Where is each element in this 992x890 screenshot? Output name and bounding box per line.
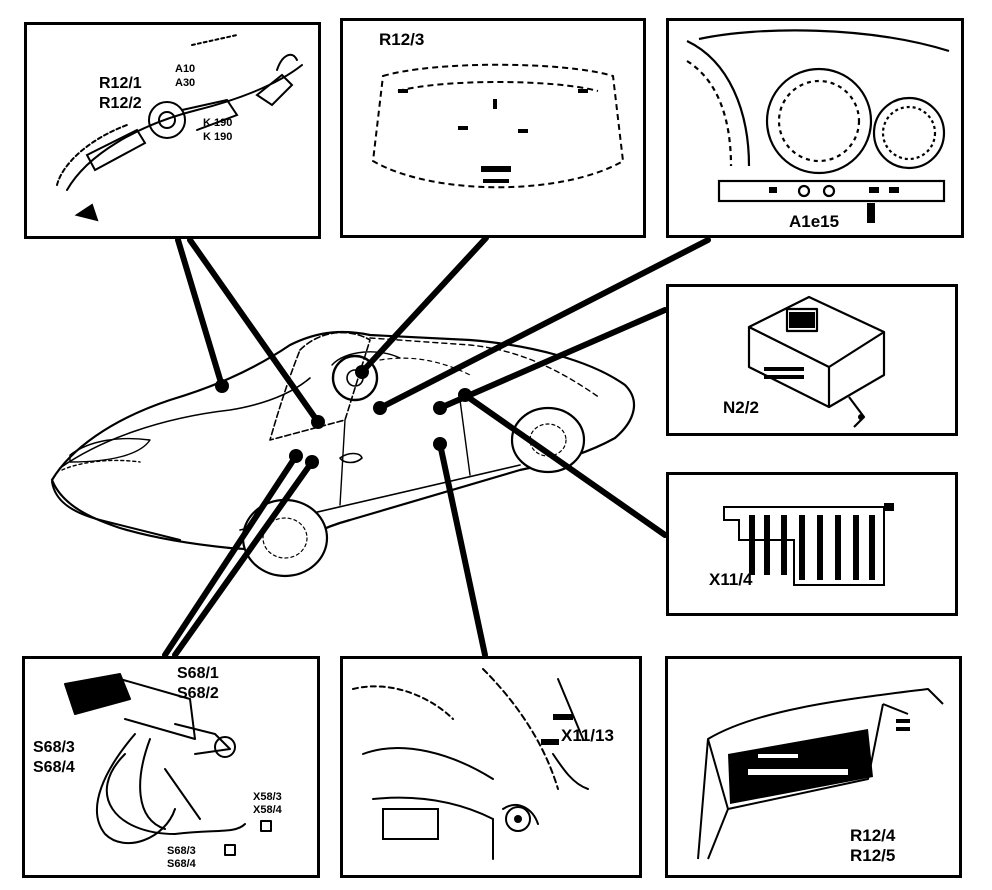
leader-p1-b (187, 237, 321, 425)
leader-p6-b (172, 459, 315, 658)
panel-control-module-n2-2: N2/2 (666, 284, 958, 436)
label-r12-2: R12/2 (99, 95, 142, 112)
leader-p5 (462, 392, 668, 538)
leader-p2 (359, 235, 489, 375)
car-hood-line (59, 377, 311, 469)
label-k190-2: K 190 (203, 131, 233, 143)
label-s68-1: S68/1 (177, 665, 219, 682)
label-s68-3-connector: S68/3 (167, 845, 196, 857)
label-x11-13: X11/13 (561, 726, 614, 745)
leader-p6-a (162, 453, 299, 658)
label-a30: A30 (175, 77, 196, 89)
car-door-rear (459, 399, 471, 476)
label-x58-3: X58/3 (253, 791, 282, 803)
label-a1e15: A1e15 (789, 212, 840, 231)
label-s68-4: S68/4 (33, 759, 75, 776)
car-door-handle (339, 452, 363, 464)
label-s68-4-connector: S68/4 (167, 858, 196, 870)
car-roofline (369, 337, 601, 399)
glovebox-drawing (697, 688, 944, 860)
instrument-cluster-drawing (371, 63, 625, 189)
panel-switches-s68: S68/1 S68/2 S68/3 S68/4 X58/3 X58/4 S68/… (22, 656, 320, 878)
control-module-drawing (747, 295, 886, 428)
label-n2-2: N2/2 (723, 398, 759, 417)
gauge-cluster-drawing (686, 29, 950, 223)
label-s68-3: S68/3 (33, 739, 75, 756)
connector-x11-4-drawing (723, 503, 894, 586)
car-steering-wheel (331, 354, 379, 402)
car-door-front (339, 419, 346, 506)
car-rear-wheel (510, 406, 586, 474)
label-s68-2: S68/2 (177, 685, 219, 702)
leader-p1-a (175, 237, 225, 389)
label-x58-4: X58/4 (253, 804, 282, 816)
combination-switch-drawing (56, 34, 303, 222)
leader-p7 (437, 441, 488, 658)
panel-connector-x11-4: X11/4 (666, 472, 958, 616)
label-k190-1: K 190 (203, 117, 233, 129)
panel-instrument-cluster-r12-3: R12/3 (340, 18, 646, 238)
panel-connector-x11-13: X11/13 (340, 656, 642, 878)
car-body-outline (50, 330, 636, 554)
switch-assembly-drawing (64, 673, 272, 856)
leader-p4 (437, 307, 668, 411)
car-headlight (69, 437, 151, 463)
connector-x11-13-drawing (352, 668, 589, 860)
label-r12-4: R12/4 (850, 826, 896, 845)
label-a10: A10 (175, 63, 196, 75)
label-r12-3: R12/3 (379, 30, 425, 49)
panel-gauge-cluster-a1e15: A1e15 (666, 18, 964, 238)
label-r12-5: R12/5 (850, 846, 896, 865)
label-r12-1: R12/1 (99, 75, 142, 92)
leader-p3 (377, 237, 711, 411)
panel-glovebox-r12-4-r12-5: R12/4 R12/5 (665, 656, 962, 878)
panel-combination-switch: R12/1 R12/2 A10 A30 K 190 K 190 (24, 22, 321, 239)
car-bumper-front (51, 481, 181, 541)
label-x11-4: X11/4 (709, 570, 753, 589)
